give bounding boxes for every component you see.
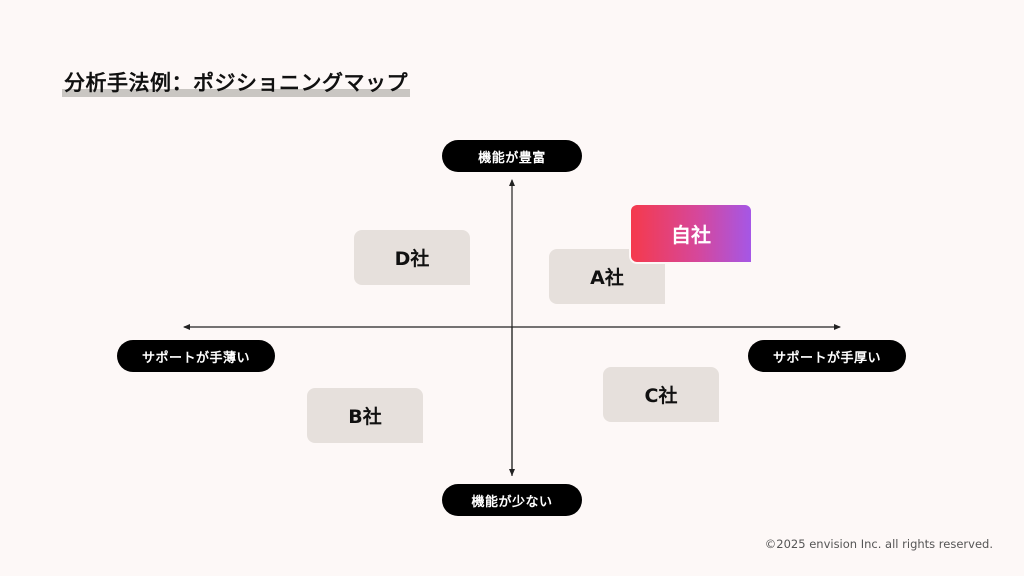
- company-box-b: B社: [307, 388, 423, 443]
- axis-label-bottom: 機能が少ない: [442, 484, 582, 516]
- axis-label-top: 機能が豊富: [442, 140, 582, 172]
- company-box-self: 自社: [629, 203, 753, 264]
- axis-label-left: サポートが手薄い: [117, 340, 275, 372]
- company-box-c: C社: [603, 367, 719, 422]
- axis-label-right: サポートが手厚い: [748, 340, 906, 372]
- copyright-footer: ©2025 envision Inc. all rights reserved.: [764, 537, 993, 551]
- slide-title: 分析手法例：ポジショニングマップ: [62, 68, 410, 98]
- company-box-d: D社: [354, 230, 470, 285]
